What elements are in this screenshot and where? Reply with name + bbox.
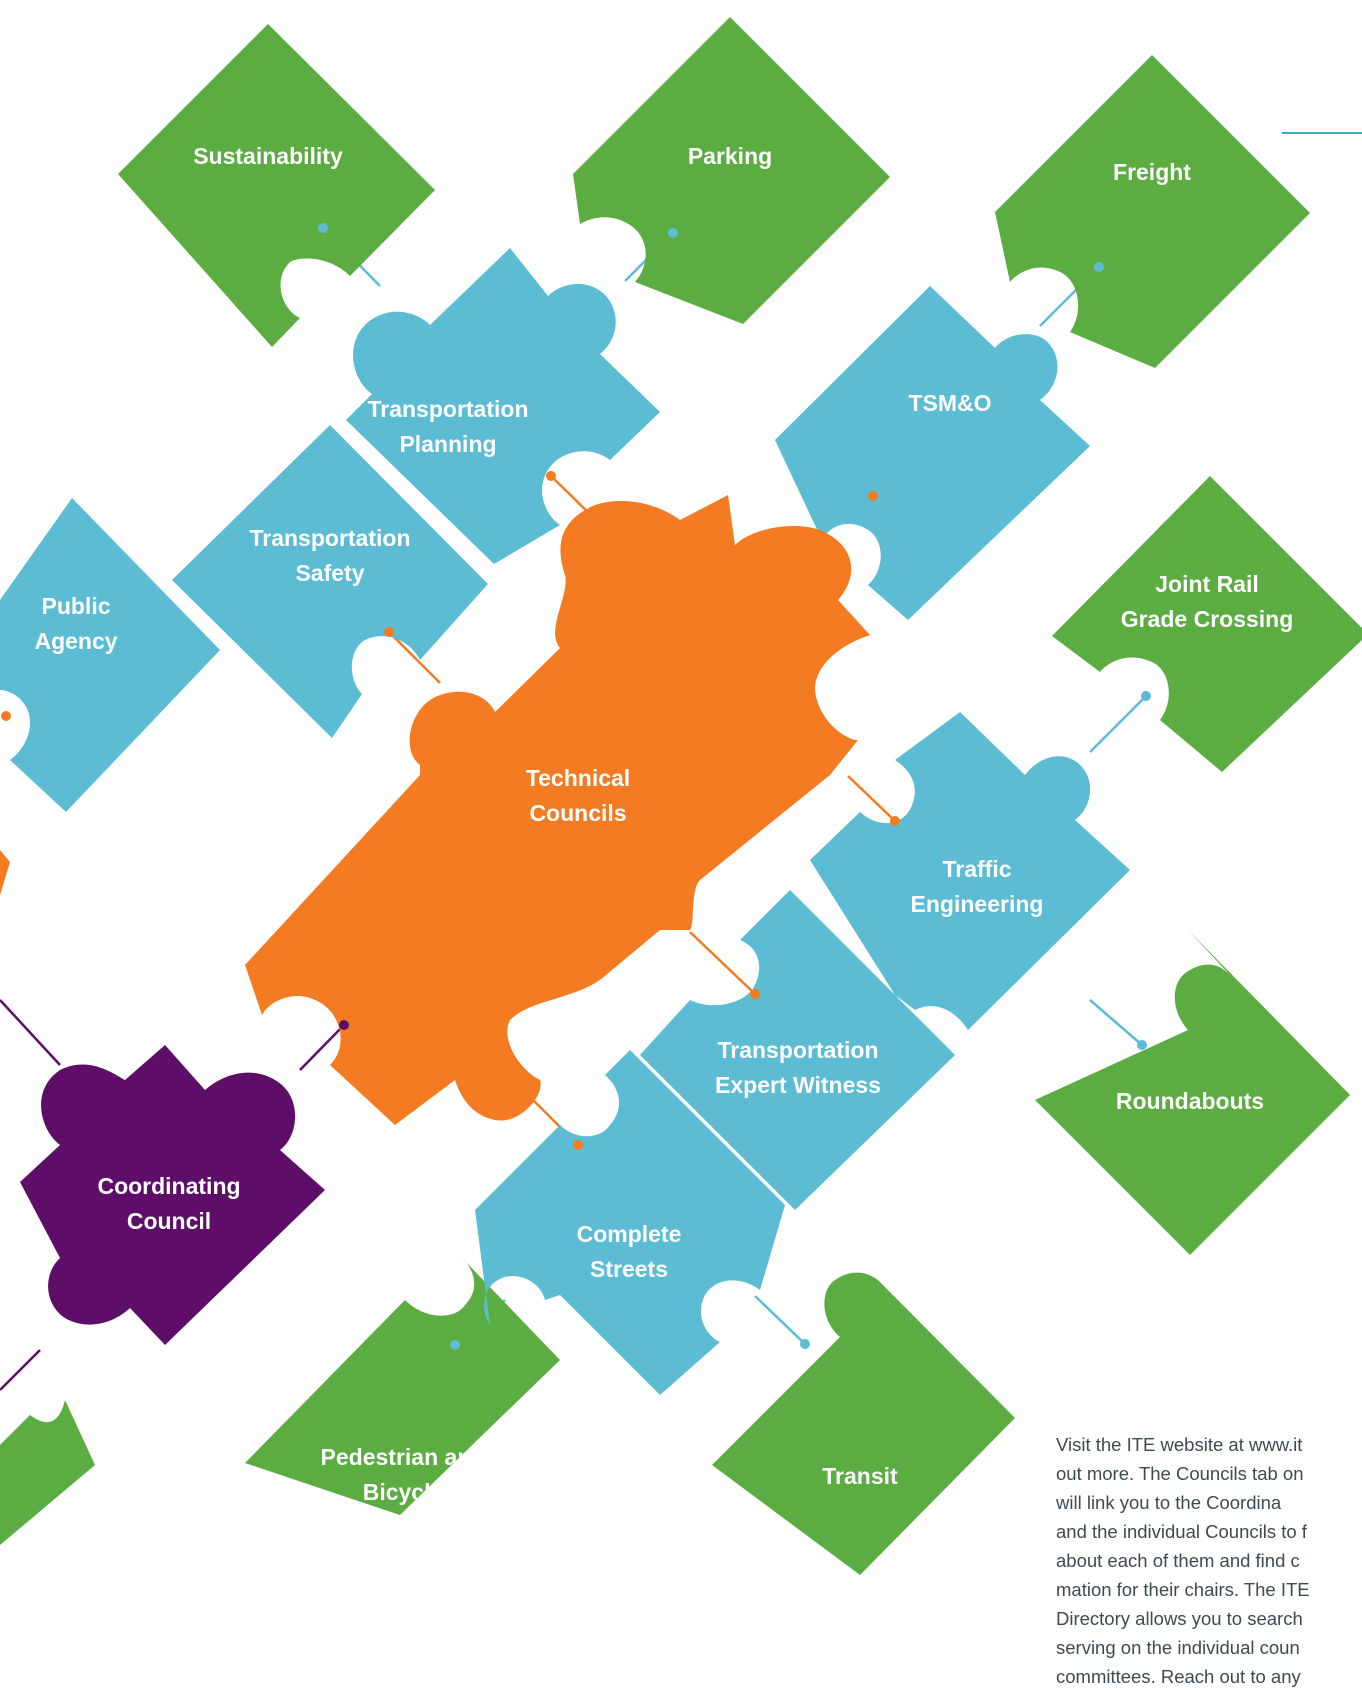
accent-rule — [1282, 132, 1362, 134]
label-witness-line2: Expert Witness — [715, 1072, 881, 1098]
dot-pedestrian — [450, 1340, 460, 1350]
connector-safety-technical — [388, 631, 441, 684]
dot-jointrail — [1141, 691, 1151, 701]
label-freight: Freight — [1113, 159, 1191, 185]
label-roundabouts: Roundabouts — [1116, 1088, 1264, 1114]
label-jointrail-line2: Grade Crossing — [1121, 606, 1294, 632]
label-coordinating-line2: Council — [127, 1208, 211, 1234]
label-safety-line1: Transportation — [249, 525, 410, 551]
dot-freight — [1094, 262, 1104, 272]
label-planning-line1: Transportation — [367, 396, 528, 422]
body-text-line: mation for their chairs. The ITE — [1056, 1579, 1310, 1600]
label-jointrail-line1: Joint Rail — [1155, 571, 1259, 597]
dot-witness — [750, 989, 760, 999]
label-witness-line1: Transportation — [717, 1037, 878, 1063]
piece-freight[interactable] — [995, 55, 1310, 368]
piece-parking[interactable] — [573, 17, 890, 324]
green-pieces — [0, 17, 1362, 1575]
puzzle-diagram: Sustainability Parking Freight TSM&O Tra… — [0, 17, 1362, 1575]
piece-technical-councils[interactable] — [245, 495, 870, 1125]
piece-transportation-planning[interactable] — [346, 248, 660, 564]
body-text-line: Visit the ITE website at www.it — [1056, 1434, 1303, 1455]
label-public-agency-line2: Agency — [34, 628, 117, 654]
dot-sustainability — [318, 223, 328, 233]
label-sustainability: Sustainability — [193, 143, 343, 169]
dot-safety — [384, 627, 394, 637]
piece-public-agency[interactable] — [0, 498, 220, 812]
piece-traffic-engineering[interactable] — [810, 712, 1130, 1030]
purple-pieces — [20, 1045, 325, 1345]
label-technical-line1: Technical — [526, 765, 630, 791]
piece-coordinating-council[interactable] — [20, 1045, 325, 1345]
label-tsmo: TSM&O — [908, 390, 991, 416]
connector-traffic-roundabouts — [1089, 999, 1143, 1046]
label-streets-line2: Streets — [590, 1256, 668, 1282]
piece-bottom-left-green — [0, 1400, 95, 1545]
orange-pieces — [0, 495, 870, 1125]
label-coordinating-line1: Coordinating — [97, 1173, 240, 1199]
connector-coordinating-bottom — [0, 1349, 41, 1391]
dot-transit — [800, 1339, 810, 1349]
piece-left-orange-sliver — [0, 850, 10, 895]
label-pedestrian-line2: Bicycle — [363, 1479, 444, 1505]
dot-planning — [546, 471, 556, 481]
piece-sustainability[interactable] — [118, 24, 435, 347]
dot-tsmo — [868, 491, 878, 501]
dot-parking — [668, 228, 678, 238]
label-traffic-line2: Engineering — [911, 891, 1044, 917]
body-text-line: out more. The Councils tab on — [1056, 1463, 1304, 1484]
dot-public-agency — [1, 711, 11, 721]
piece-complete-streets[interactable] — [475, 1050, 785, 1395]
label-public-agency-line1: Public — [41, 593, 110, 619]
body-text-line: serving on the individual coun — [1056, 1637, 1300, 1658]
body-text-line: about each of them and find c — [1056, 1550, 1300, 1571]
label-technical-line2: Councils — [529, 800, 626, 826]
connector-transit-streets — [754, 1295, 806, 1345]
label-planning-line2: Planning — [399, 431, 496, 457]
piece-transit[interactable] — [712, 1272, 1015, 1575]
connector-dots — [1, 223, 1151, 1350]
connector-technical-traffic — [847, 775, 896, 822]
blue-pieces — [0, 248, 1130, 1395]
label-parking: Parking — [688, 143, 772, 169]
label-streets-line1: Complete — [577, 1221, 682, 1247]
dot-traffic — [890, 816, 900, 826]
piece-transportation-safety[interactable] — [172, 425, 488, 738]
piece-labels: Sustainability Parking Freight TSM&O Tra… — [34, 143, 1293, 1505]
body-text-line: will link you to the Coordina — [1056, 1492, 1282, 1513]
piece-expert-witness[interactable] — [640, 890, 955, 1210]
piece-jointrail[interactable] — [1052, 476, 1362, 772]
dot-roundabouts — [1137, 1040, 1147, 1050]
connector-left-coordinating — [0, 999, 61, 1066]
label-safety-line2: Safety — [295, 560, 364, 586]
piece-roundabouts[interactable] — [1035, 930, 1350, 1255]
label-traffic-line1: Traffic — [942, 856, 1011, 882]
piece-pedestrian-bicycle[interactable] — [245, 1258, 560, 1515]
label-pedestrian-line1: Pedestrian and — [321, 1444, 486, 1470]
connector-technical-witness — [689, 931, 756, 995]
dot-streets — [573, 1140, 583, 1150]
dot-coordinating — [339, 1020, 349, 1030]
label-transit: Transit — [822, 1463, 898, 1489]
body-text-block: Visit the ITE website at www.it out more… — [1056, 1430, 1362, 1691]
body-text-line: and the individual Councils to f — [1056, 1521, 1307, 1542]
body-text-line: committees. Reach out to any — [1056, 1666, 1301, 1687]
connector-technical-coordinating — [299, 1024, 345, 1071]
connector-jointrail-traffic — [1089, 695, 1147, 753]
body-text-line: Directory allows you to search — [1056, 1608, 1303, 1629]
piece-tsmo[interactable] — [775, 286, 1090, 620]
